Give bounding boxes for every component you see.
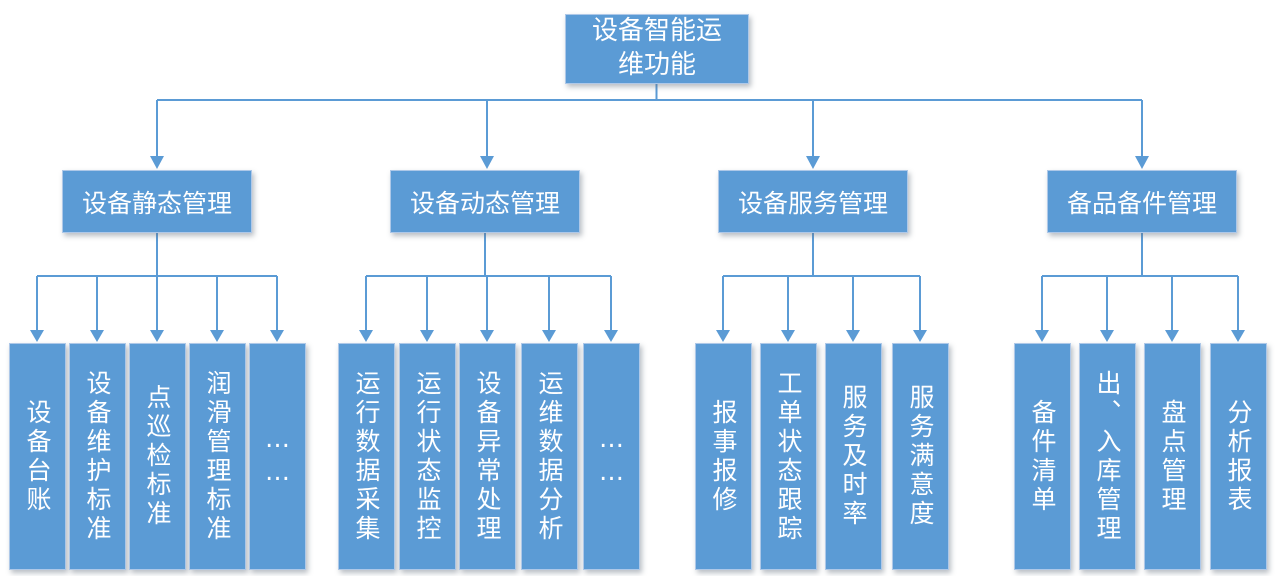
branch-node-service-management: 设备服务管理: [718, 170, 908, 233]
leaf-node-label: 服务及时率: [839, 384, 868, 529]
leaf-node: 备件清单: [1014, 343, 1071, 570]
leaf-node: 点巡检标准: [129, 343, 186, 570]
leaf-node-label: 设备异常处理: [473, 369, 502, 544]
leaf-node-label: 盘点管理: [1158, 398, 1187, 515]
root-node-label: 设备智能运维功能: [591, 16, 722, 80]
leaf-node: 工单状态跟踪: [760, 343, 817, 570]
leaf-node-label: 点巡检标准: [143, 384, 172, 529]
leaf-node-label: 设备台账: [23, 398, 52, 515]
leaf-node: 设备台账: [9, 343, 66, 570]
leaf-node-label: 运维数据分析: [535, 369, 564, 544]
leaf-node: ……: [583, 343, 640, 570]
leaf-node-label: 分析报表: [1224, 398, 1253, 515]
leaf-node: 分析报表: [1210, 343, 1267, 570]
root-node: 设备智能运维功能: [565, 14, 749, 84]
leaf-node: 服务及时率: [825, 343, 882, 570]
leaf-node: 设备维护标准: [69, 343, 126, 570]
leaf-node: 出、入库管理: [1079, 343, 1136, 570]
leaf-node-label: 出、入库管理: [1093, 369, 1122, 544]
leaf-node-label: ……: [263, 423, 292, 490]
branch-node-static-management: 设备静态管理: [62, 170, 252, 233]
branch-node-label: 设备服务管理: [737, 188, 888, 218]
leaf-node: 润滑管理标准: [189, 343, 246, 570]
leaf-node-label: 服务满意度: [906, 384, 935, 529]
leaf-node-label: 工单状态跟踪: [774, 369, 803, 544]
leaf-node-label: ……: [597, 423, 626, 490]
leaf-node-label: 报事报修: [709, 398, 738, 515]
leaf-node: 盘点管理: [1144, 343, 1201, 570]
branch-node-dynamic-management: 设备动态管理: [390, 170, 580, 233]
branch-node-label: 设备动态管理: [409, 188, 560, 218]
leaf-node-label: 备件清单: [1028, 398, 1057, 515]
branch-node-label: 设备静态管理: [81, 188, 232, 218]
leaf-node: 运行数据采集: [338, 343, 395, 570]
leaf-node-label: 设备维护标准: [83, 369, 112, 544]
leaf-node: 服务满意度: [892, 343, 949, 570]
leaf-node: 设备异常处理: [459, 343, 516, 570]
leaf-node-label: 运行数据采集: [352, 369, 381, 544]
branch-node-label: 备品备件管理: [1066, 188, 1217, 218]
leaf-node-label: 运行状态监控: [413, 369, 442, 544]
branch-node-spare-parts-management: 备品备件管理: [1047, 170, 1237, 233]
leaf-node: 运维数据分析: [521, 343, 578, 570]
leaf-node: 运行状态监控: [399, 343, 456, 570]
leaf-node: ……: [249, 343, 306, 570]
leaf-node: 报事报修: [695, 343, 752, 570]
leaf-node-label: 润滑管理标准: [203, 369, 232, 544]
